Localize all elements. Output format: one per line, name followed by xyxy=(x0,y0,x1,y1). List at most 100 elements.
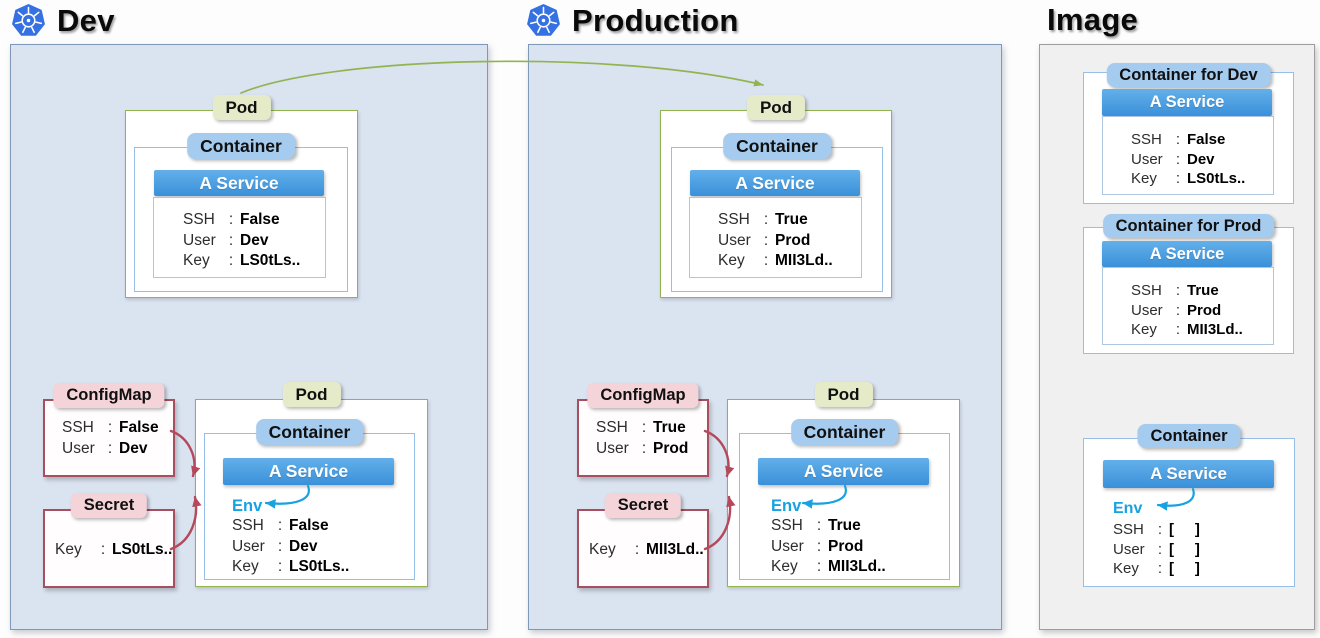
ssh-row: SSH:False xyxy=(62,418,159,439)
ssh-row: SSH:[ ] xyxy=(1113,520,1200,540)
prod-env-pod-tag: Pod xyxy=(814,382,873,407)
field-value: MII3Ld.. xyxy=(828,558,886,576)
colon: : xyxy=(1175,282,1181,300)
field-value: Dev xyxy=(119,439,148,457)
field-value: Prod xyxy=(775,231,811,249)
image-dev-service-body xyxy=(1102,116,1274,195)
field-value: Dev xyxy=(1187,150,1215,168)
dev-env-service-bar: A Service xyxy=(223,458,394,485)
dev-env-container-tag: Container xyxy=(255,419,364,445)
colon: : xyxy=(1175,170,1181,188)
dev-top-service-bar: A Service xyxy=(154,170,324,196)
user-row: User: Prod xyxy=(718,231,833,252)
image-dev-container-tag: Container for Dev xyxy=(1106,63,1271,87)
field-value: Prod xyxy=(1187,301,1222,319)
field-value: False xyxy=(289,517,329,535)
field-label: User xyxy=(1113,540,1145,558)
dev-configmap-box: ConfigMap xyxy=(43,383,175,477)
image-template-rows: SSH:[ ] User:[ ] Key:[ ] xyxy=(1113,520,1200,579)
image-dev-rows: SSH: False User: Dev Key: LS0tLs.. xyxy=(1131,130,1245,189)
colon: : xyxy=(1175,150,1181,168)
field-label: User xyxy=(62,439,95,457)
colon: : xyxy=(1157,560,1163,578)
field-label: SSH xyxy=(1113,521,1144,539)
colon: : xyxy=(277,537,283,555)
field-label: User xyxy=(1131,150,1163,168)
dev-title: Dev xyxy=(57,3,115,38)
field-label: SSH xyxy=(771,517,803,535)
key-row: Key:MII3Ld.. xyxy=(589,540,704,561)
field-label: SSH xyxy=(596,419,628,437)
field-label: SSH xyxy=(183,211,215,229)
prod-env-service-bar: A Service xyxy=(758,458,929,485)
field-value: LS0tLs.. xyxy=(112,541,173,559)
user-row: User: [ ] xyxy=(1113,540,1200,560)
dev-top-service-rows: SSH:False User:Dev Key:LS0tLs.. xyxy=(183,210,300,272)
prod-top-pod-tag: Pod xyxy=(746,95,806,120)
colon: : xyxy=(100,541,106,559)
prod-env-label: Env xyxy=(771,497,802,515)
field-label: Key xyxy=(232,558,259,576)
field-label: SSH xyxy=(1131,131,1162,149)
field-label: SSH xyxy=(232,517,264,535)
field-label: User xyxy=(596,439,629,457)
image-template-service-bar: A Service xyxy=(1103,460,1274,488)
dev-env-container-box: Container xyxy=(204,419,415,580)
dev-top-service-body xyxy=(153,197,326,278)
field-label: Key xyxy=(55,541,82,559)
field-value: [ ] xyxy=(1169,540,1200,558)
key-row: Key:MII3Ld.. xyxy=(1131,320,1243,340)
prod-env-rows: SSH:True User:Prod Key:MII3Ld.. xyxy=(771,516,886,578)
user-row: User: Dev xyxy=(62,439,159,460)
key-row: Key:MII3Ld.. xyxy=(718,251,833,272)
colon: : xyxy=(1175,321,1181,339)
field-label: SSH xyxy=(1131,282,1162,300)
field-label: User xyxy=(232,537,265,555)
user-row: User:Prod xyxy=(596,439,688,460)
colon: : xyxy=(641,419,647,437)
field-value: True xyxy=(828,517,861,535)
colon: : xyxy=(763,231,769,249)
colon: : xyxy=(107,419,113,437)
field-value: Prod xyxy=(828,537,864,555)
dev-configmap-rows: SSH:False User: Dev xyxy=(62,418,159,459)
key-row: Key:LS0tLs.. xyxy=(232,557,349,578)
field-value: False xyxy=(1187,131,1226,149)
image-prod-service-body xyxy=(1102,267,1274,345)
user-row: User: Dev xyxy=(1131,150,1245,170)
dev-env-label: Env xyxy=(232,497,263,515)
ssh-row: SSH: False xyxy=(232,516,349,537)
colon: : xyxy=(763,252,769,270)
colon: : xyxy=(641,439,647,457)
field-label: User xyxy=(718,231,751,249)
field-label: Key xyxy=(183,252,210,270)
image-dev-service-bar: A Service xyxy=(1102,89,1272,116)
prod-top-service-body xyxy=(689,197,862,278)
image-prod-rows: SSH:True User:Prod Key:MII3Ld.. xyxy=(1131,281,1243,340)
field-value: LS0tLs.. xyxy=(1187,170,1246,188)
colon: : xyxy=(816,558,822,576)
image-prod-service-bar: A Service xyxy=(1102,241,1272,267)
field-value: MII3Ld.. xyxy=(775,252,833,270)
dev-configmap-tag: ConfigMap xyxy=(53,383,165,408)
field-label: User xyxy=(183,231,216,249)
key-row: Key: LS0tLs.. xyxy=(1131,169,1245,189)
ssh-row: SSH:True xyxy=(771,516,886,537)
prod-top-service-rows: SSH:True User:Prod Key:MII3Ld.. xyxy=(718,210,833,272)
production-section-header: Production xyxy=(527,4,739,37)
production-title: Production xyxy=(572,3,739,38)
colon: : xyxy=(277,517,283,535)
colon: : xyxy=(1157,540,1163,558)
prod-env-container-box: Container xyxy=(739,419,950,580)
field-label: User xyxy=(1131,301,1163,319)
ssh-row: SSH:True xyxy=(718,210,833,231)
image-title: Image xyxy=(1047,2,1139,37)
colon: : xyxy=(107,439,113,457)
field-label: Key xyxy=(1131,170,1157,188)
image-prod-container-tag: Container for Prod xyxy=(1102,214,1275,238)
colon: : xyxy=(1175,301,1181,319)
field-value: False xyxy=(240,211,280,229)
dev-section-header: Dev xyxy=(12,4,115,37)
prod-secret-box: Secret xyxy=(577,493,709,588)
